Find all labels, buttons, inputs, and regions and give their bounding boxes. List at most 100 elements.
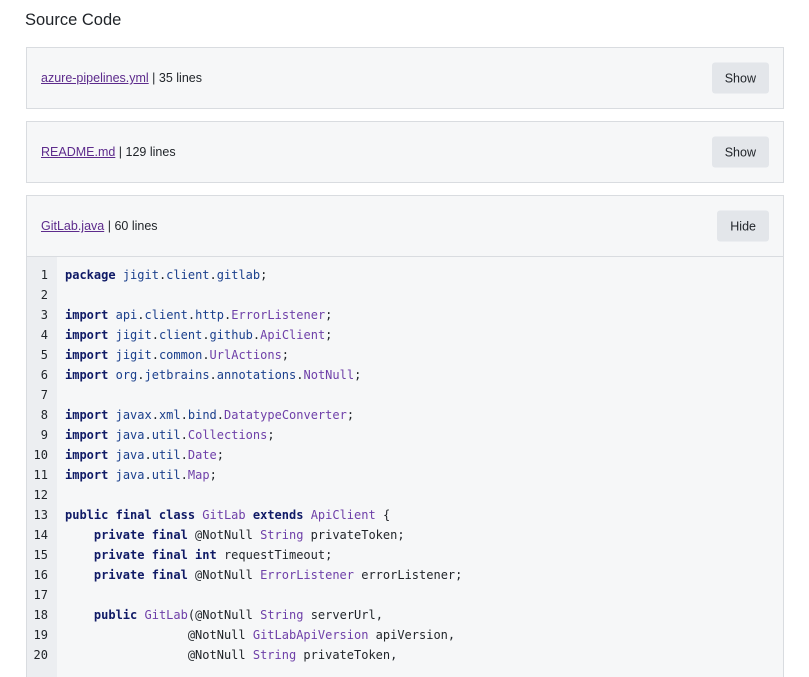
line-number: 15 [33,548,48,562]
code-keyword: public final class [65,508,196,522]
code-keyword: private final int [93,548,217,562]
code-type: NotNull [303,368,355,382]
code-text: private final @NotNull String privateTok… [65,525,405,545]
code-token: @NotNull [187,568,261,582]
line-number: 4 [40,328,48,342]
code-text: public GitLab(@NotNull String serverUrl, [65,605,383,625]
code-package: java [115,468,145,482]
code-package: java [115,448,145,462]
code-token: . [209,268,217,282]
code-text: import api.client.http.ErrorListener; [65,305,332,325]
code-package: util [151,448,181,462]
line-number: 19 [33,628,48,642]
line-number: 9 [40,428,48,442]
code-package: annotations [216,368,297,382]
code-keyword: package [65,268,116,282]
line-number: 2 [40,288,48,302]
code-token [65,608,94,622]
code-package: javax [115,408,152,422]
line-number: 1 [40,268,48,282]
file-panel-azure-pipelines: azure-pipelines.yml | 35 lines Show [26,47,784,109]
code-token: @NotNull [65,628,253,642]
code-token: ; [346,408,355,422]
separator: | [148,71,159,85]
code-token: ; [325,308,333,322]
code-token: ; [267,428,275,442]
separator: | [104,219,115,233]
file-link-azure-pipelines[interactable]: azure-pipelines.yml [41,71,149,85]
code-type: GitLab [144,608,188,622]
show-button[interactable]: Show [711,136,769,168]
code-token: apiVersion, [368,628,456,642]
separator: | [115,145,126,159]
code-type: String [260,528,304,542]
code-token [65,568,94,582]
line-number: 8 [40,408,48,422]
code-keyword: public [93,608,138,622]
line-count: 60 lines [114,219,158,233]
code-type: ErrorListener [260,568,354,582]
line-number: 13 [33,508,48,522]
code-text: import java.util.Map; [65,465,217,485]
code-type: Map [187,468,210,482]
code-token [108,408,115,422]
code-package: api [115,308,138,322]
code-token: . [202,328,210,342]
code-text: import jigit.client.github.ApiClient; [65,325,332,345]
code-token [65,548,94,562]
code-keyword: extends [252,508,304,522]
code-text: import java.util.Collections; [65,425,275,445]
code-package: xml [158,408,181,422]
file-link-gitlab-java[interactable]: GitLab.java [41,219,105,233]
code-text: private final @NotNull ErrorListener err… [65,565,462,585]
hide-button[interactable]: Hide [717,210,769,242]
code-text: import javax.xml.bind.DatatypeConverter; [65,405,354,425]
code-token: ; [260,268,268,282]
code-package: jigit [115,328,152,342]
code-text: import org.jetbrains.annotations.NotNull… [65,365,361,385]
code-token: requestTimeout; [216,548,333,562]
file-panel-gitlab-java: GitLab.java | 60 lines Hide [26,195,784,257]
file-info: README.md | 129 lines [41,122,176,182]
code-keyword: import [65,448,109,462]
code-text: @NotNull String privateToken, [65,645,398,665]
code-type: DatatypeConverter [224,408,347,422]
file-info: GitLab.java | 60 lines [41,196,158,256]
code-token: . [202,348,210,362]
line-number: 12 [33,488,48,502]
code-keyword: import [65,428,109,442]
code-token: ; [325,328,333,342]
code-token: . [137,308,145,322]
code-token: errorListener; [354,568,463,582]
code-token: . [144,428,152,442]
code-token [108,328,115,342]
code-token [108,348,115,362]
code-package: client [158,328,203,342]
code-token: . [180,428,188,442]
code-package: jigit [122,268,159,282]
code-token [65,528,94,542]
code-keyword: import [65,328,109,342]
code-token: privateToken; [303,528,405,542]
code-token: @NotNull [65,648,253,662]
line-number: 6 [40,368,48,382]
line-number: 11 [33,468,48,482]
line-number: 20 [33,648,48,662]
code-package: gitlab [216,268,261,282]
code-token: . [144,468,152,482]
code-type: GitLab [202,508,246,522]
file-link-readme[interactable]: README.md [41,145,116,159]
line-number: 5 [40,348,48,362]
code-token: ; [354,368,362,382]
show-button[interactable]: Show [711,62,769,94]
code-type: String [252,648,297,662]
code-token: . [158,268,167,282]
code-token: (@NotNull [187,608,261,622]
code-token [108,308,115,322]
code-package: http [195,308,225,322]
code-keyword: import [65,308,109,322]
code-token: serverUrl, [303,608,383,622]
file-info: azure-pipelines.yml | 35 lines [41,48,202,108]
code-keyword: import [65,348,109,362]
code-token: . [180,468,188,482]
